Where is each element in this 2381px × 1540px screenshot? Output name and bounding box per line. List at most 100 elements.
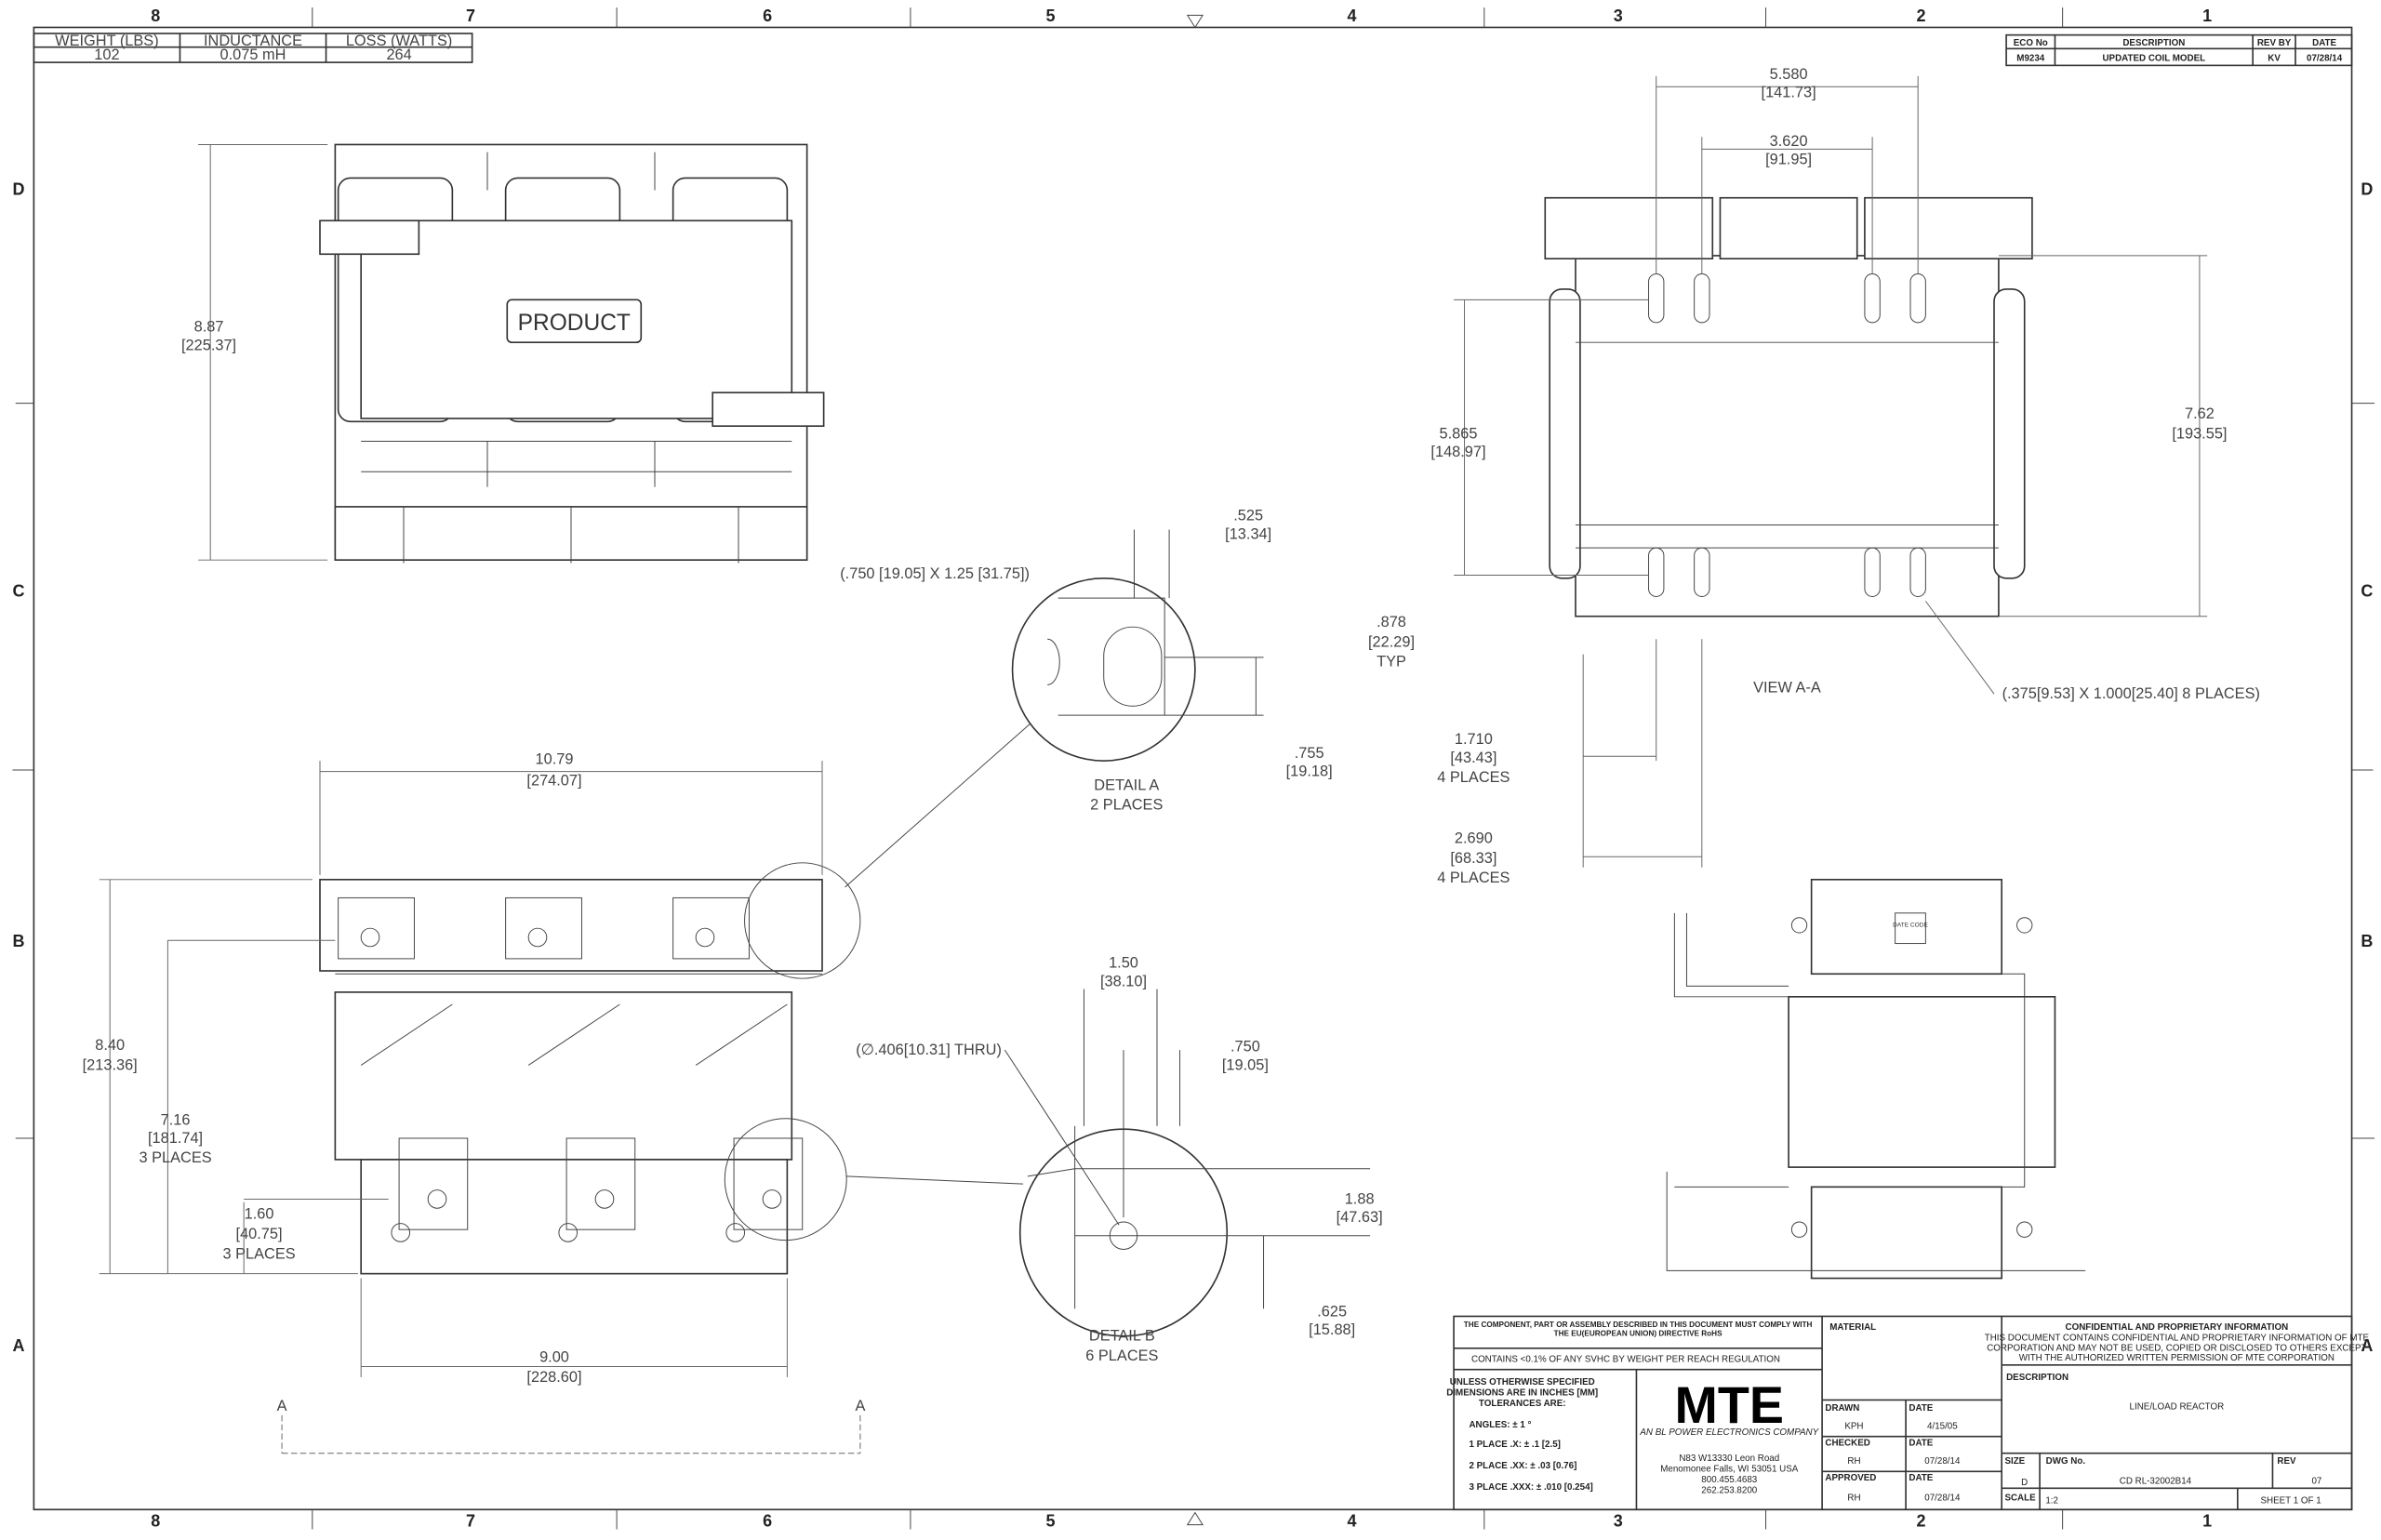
address-line: N83 W13330 Leon Road [1679, 1454, 1779, 1464]
tolerance-angles: ANGLES: ± 1 ° [1469, 1420, 1531, 1430]
height-dim-mm: [225.37] [181, 337, 236, 353]
zone-4: 4 [1347, 7, 1356, 25]
slot-offset-2-mm: [68.33] [1450, 850, 1496, 867]
material-label: MATERIAL [1829, 1322, 1876, 1333]
tolerance-heading: DIMENSIONS ARE IN INCHES [MM] [1446, 1388, 1598, 1399]
edge-dim-mm: [22.29] [1368, 633, 1415, 650]
tolerance-1-place: 1 PLACE .X: ± .1 [2.5] [1469, 1440, 1560, 1450]
phone-line: 262.253.8200 [1701, 1485, 1757, 1495]
revby-value: KV [2268, 53, 2281, 63]
slot-offset-1-mm: [43.43] [1450, 750, 1496, 766]
confidential-text: WITH THE AUTHORIZED WRITTEN PERMISSION O… [2019, 1353, 2334, 1363]
revby-header: REV BY [2257, 38, 2292, 48]
section-a-right: A [855, 1398, 865, 1414]
eco-value: M9234 [2016, 53, 2045, 63]
rev-label: REV [2277, 1456, 2296, 1467]
address-line: Menomonee Falls, WI 53051 USA [1660, 1464, 1799, 1474]
detail-b-places: 6 PLACES [1085, 1348, 1158, 1364]
detail-a: .525 [13.34] .755 [19.18] (.750 [19.05] … [840, 508, 1332, 814]
zone-d: D [2361, 179, 2373, 198]
checked-by: RH [1847, 1456, 1860, 1467]
spec-table: WEIGHT (LBS) INDUCTANCE LOSS (WATTS) 102… [33, 33, 473, 63]
height-dim-mm: [213.36] [83, 1056, 138, 1073]
zone-5: 5 [1045, 1511, 1055, 1530]
edge-dim-typ: TYP [1377, 654, 1406, 670]
depth-dim: 7.62 [2185, 405, 2215, 422]
approved-date: 07/28/14 [1924, 1493, 1961, 1503]
detail-b-dim-mm: [38.10] [1100, 973, 1147, 989]
drawn-label: DRAWN [1825, 1403, 1859, 1414]
terminal-dim-mm: [181.74] [148, 1130, 203, 1147]
zone-3: 3 [1614, 7, 1623, 25]
detail-b-dim4-mm: [15.88] [1309, 1321, 1355, 1338]
confidential-text: THIS DOCUMENT CONTAINS CONFIDENTIAL AND … [1985, 1334, 2370, 1344]
terminal-places: 3 PLACES [139, 1149, 211, 1166]
checked-date: 07/28/14 [1924, 1456, 1961, 1467]
slot-spacing-outer-mm: [141.73] [1762, 85, 1816, 101]
drawn-date: 4/15/05 [1927, 1422, 1958, 1432]
base-dim: 9.00 [539, 1349, 569, 1366]
depth-dim-mm: [193.55] [2172, 425, 2227, 442]
slot-offset-2-places: 4 PLACES [1437, 870, 1510, 886]
scale-value: 1:2 [2045, 1496, 2058, 1507]
rohs-notice-box: THE COMPONENT, PART OR ASSEMBLY DESCRIBE… [1464, 1321, 1813, 1339]
confidential-title: CONFIDENTIAL AND PROPRIETARY INFORMATION [2066, 1322, 2289, 1333]
confidential-text: CORPORATION AND MAY NOT BE USED, COPIED … [1987, 1343, 2366, 1353]
slot-vertical-dim-mm: [148.97] [1430, 444, 1485, 460]
rev-value: 07 [2311, 1476, 2321, 1486]
slot-spacing-inner-mm: [91.95] [1765, 152, 1812, 168]
inductance-value: 0.075 mH [220, 46, 286, 63]
product-label: PRODUCT [518, 311, 631, 336]
slot-spacing-inner: 3.620 [1770, 133, 1808, 150]
sheet-number: SHEET 1 OF 1 [2261, 1496, 2321, 1507]
zone-6: 6 [763, 7, 772, 25]
eco-header: ECO No [2014, 38, 2048, 48]
date-label: DATE [1909, 1473, 1933, 1483]
description-header: DESCRIPTION [2122, 38, 2185, 48]
slot-vertical-dim: 5.865 [1440, 425, 1478, 442]
zone-rows: D C B A D C B A [13, 179, 2374, 1355]
slot-offset-2: 2.690 [1455, 830, 1493, 847]
zone-7: 7 [466, 1511, 475, 1530]
detail-b-dim4: .625 [1317, 1303, 1347, 1320]
base-dim-mm: [228.60] [526, 1369, 581, 1386]
zone-5: 5 [1045, 7, 1055, 25]
zone-8: 8 [151, 7, 160, 25]
zone-6: 6 [763, 1511, 772, 1530]
zone-b: B [2361, 932, 2373, 950]
zone-4: 4 [1347, 1511, 1356, 1530]
zone-columns-top: 8 7 6 5 4 3 2 1 [151, 7, 2212, 25]
detail-b-dim2-mm: [19.05] [1222, 1056, 1269, 1073]
detail-b-dim3: 1.88 [1345, 1190, 1375, 1207]
mte-logo-tagline: AN BL POWER ELECTRONICS COMPANY [1639, 1427, 1819, 1438]
detail-a-title: DETAIL A [1094, 777, 1159, 793]
detail-b-dim3-mm: [47.63] [1337, 1209, 1383, 1226]
zone-2: 2 [1916, 1511, 1925, 1530]
size-value: D [2021, 1478, 2028, 1488]
approved-by: RH [1847, 1493, 1860, 1503]
zone-7: 7 [466, 7, 475, 25]
view-a-a-title: VIEW A-A [1753, 680, 1821, 697]
width-dim: 10.79 [536, 750, 574, 767]
description-label: DESCRIPTION [2006, 1373, 2068, 1383]
zone-d: D [13, 179, 25, 198]
zone-c: C [2361, 581, 2373, 600]
size-label: SIZE [2004, 1456, 2025, 1467]
side-view: DATE CODE [1666, 879, 2086, 1280]
tolerance-2-place: 2 PLACE .XX: ± .03 [0.76] [1469, 1461, 1576, 1471]
slot-offset-1-places: 4 PLACES [1437, 769, 1510, 786]
detail-a-dim2-mm: [19.18] [1286, 763, 1333, 780]
weight-header: WEIGHT (LBS) [55, 33, 159, 49]
zone-1: 1 [2202, 7, 2212, 25]
zone-a: A [2361, 1336, 2373, 1355]
tolerance-3-place: 3 PLACE .XXX: ± .010 [0.254] [1469, 1482, 1592, 1493]
scale-label: SCALE [2004, 1493, 2036, 1503]
view-a-a: 5.580 [141.73] 3.620 [91.95] 5.865 [148.… [1368, 66, 2260, 886]
hole-dim: 1.60 [245, 1206, 274, 1223]
detail-b-hole-note: (∅.406[10.31] THRU) [856, 1042, 1002, 1058]
detail-b: 1.50 [38.10] .750 [19.05] 1.88 [47.63] .… [856, 955, 1382, 1364]
date-label: DATE [1909, 1403, 1933, 1414]
zone-8: 8 [151, 1511, 160, 1530]
drawing-border [33, 26, 2353, 1511]
dwg-no-value: CD RL-32002B14 [2120, 1476, 2192, 1486]
